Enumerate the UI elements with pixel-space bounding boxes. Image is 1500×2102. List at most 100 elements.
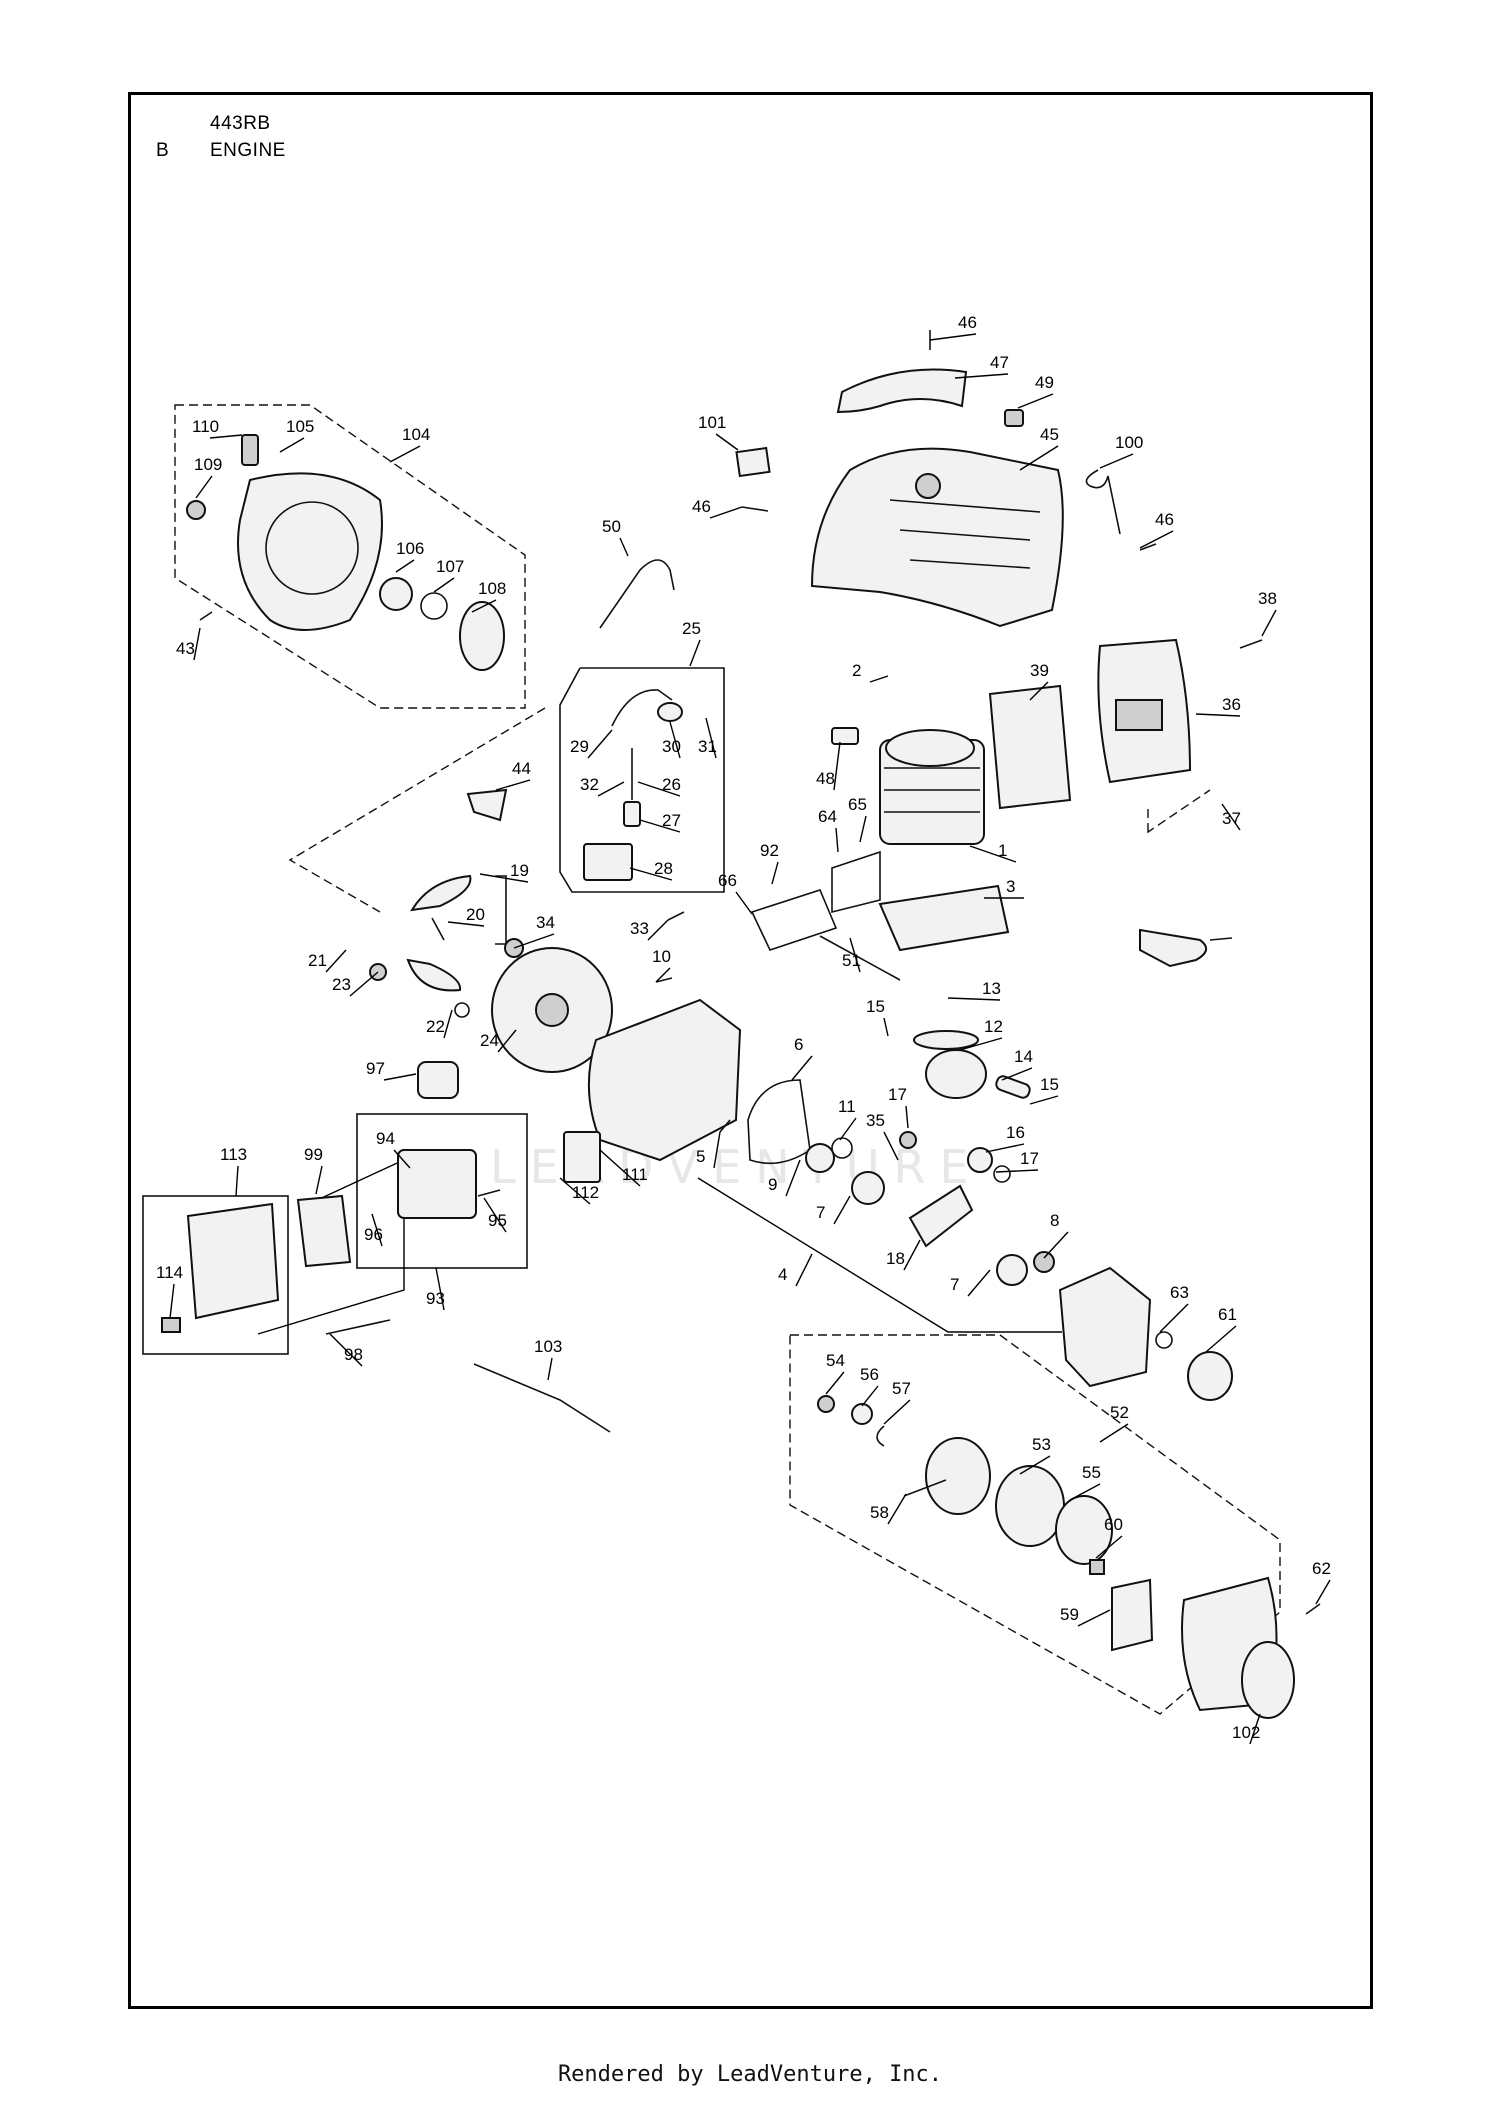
callout-leader [1069,1483,1101,1501]
callout-leader [705,717,717,759]
bolt-54 [817,1395,835,1413]
starter-housing-parts [186,434,505,671]
crankcase-right [1058,1266,1152,1388]
callout-37: 37 [1222,809,1241,828]
diagram-frame [128,92,1373,2009]
callout-92: 92 [760,841,779,860]
callout-leader [235,1165,239,1197]
clutch-flywheel-parts [369,788,685,1073]
callout-leader [393,1149,411,1169]
callout-35: 35 [866,1111,885,1130]
callout-105: 105 [286,417,314,436]
filter-99 [296,1194,352,1268]
callout-leader [383,1073,417,1081]
air-filter-group-outline [142,1195,289,1355]
callout-16: 16 [1006,1123,1025,1142]
callout-leader [1029,1095,1059,1105]
knob-114 [161,1317,181,1333]
callout-55: 55 [1082,1463,1101,1482]
clip-49 [1004,409,1024,427]
bolt-10 [655,977,673,983]
callout-leader [1017,393,1054,409]
callout-leader [825,1371,845,1395]
ring-107 [420,592,448,620]
callout-14: 14 [1014,1047,1033,1066]
callout-leader [1099,453,1134,469]
callout-leader [655,967,671,983]
callout-leader [329,1333,363,1367]
pulley-61 [1187,1351,1233,1401]
callout-60: 60 [1104,1515,1123,1534]
callout-19: 19 [510,861,529,880]
callout-46: 46 [1155,510,1174,529]
callout-leader [315,1165,323,1195]
decal-102 [1241,1641,1295,1719]
callout-leader [587,729,613,759]
callout-leader [1195,713,1241,717]
pawl-60 [1089,1559,1105,1575]
cylinder-fins [884,767,980,813]
callout-leader [967,1269,991,1297]
clutch-leader-dash [288,707,546,913]
callout-24: 24 [480,1031,499,1050]
callout-leader [395,559,415,573]
callout-leader [883,1017,889,1037]
callout-97: 97 [366,1059,385,1078]
callout-leader [839,1117,857,1141]
rod-51 [819,935,901,981]
callout-27: 27 [662,811,681,830]
callout-95: 95 [488,1211,507,1230]
clutch-bracket [495,875,507,945]
callout-22: 22 [426,1017,445,1036]
filter-cover-113 [186,1202,280,1320]
callout-96: 96 [364,1225,383,1244]
cylinder-head [885,729,975,767]
bolt-98 [325,1319,391,1335]
drum-108 [459,601,505,671]
callout-leader [713,1131,721,1169]
cable-103 [473,1363,611,1433]
callout-32: 32 [580,775,599,794]
carburetor-28 [583,843,633,881]
callout-99: 99 [304,1145,323,1164]
callout-leader [905,1105,909,1129]
ignition-filter-parts [161,1061,611,1433]
washer-17 [993,1165,1011,1183]
callout-leader [795,1253,813,1287]
bolt-62 [1305,1603,1321,1615]
callout-9: 9 [768,1175,777,1194]
callout-leader [883,1131,899,1161]
needle-bearing-16 [967,1147,993,1173]
callout-leader [869,675,889,683]
callout-31: 31 [698,737,717,756]
callout-leader [471,599,497,613]
pin-5 [719,1119,731,1133]
top-cover-47 [836,368,968,414]
cover-hole [915,473,941,499]
callout-17: 17 [1020,1149,1039,1168]
callout-leader [169,1283,175,1319]
callout-48: 48 [816,769,835,788]
callout-39: 39 [1030,661,1049,680]
callout-103: 103 [534,1337,562,1356]
callout-leader [1221,803,1241,831]
callout-5: 5 [696,1147,705,1166]
bearing-7 [851,1171,885,1205]
callout-13: 13 [982,979,1001,998]
callout-leader [325,949,347,973]
callout-leader [715,433,739,451]
callout-12: 12 [984,1017,1003,1036]
recoil-starter-group-outline [789,1334,1281,1715]
carburetor-group-outline [559,667,725,893]
flywheel-hub [535,993,569,1027]
piston-12 [925,1049,987,1099]
callout-49: 49 [1035,373,1054,392]
spring-57 [876,1425,885,1447]
callout-leader [1043,1231,1069,1259]
callout-98: 98 [344,1345,363,1364]
callout-6: 6 [794,1035,803,1054]
reel-53 [995,1465,1065,1547]
callout-leader [859,815,867,843]
callout-101: 101 [698,413,726,432]
